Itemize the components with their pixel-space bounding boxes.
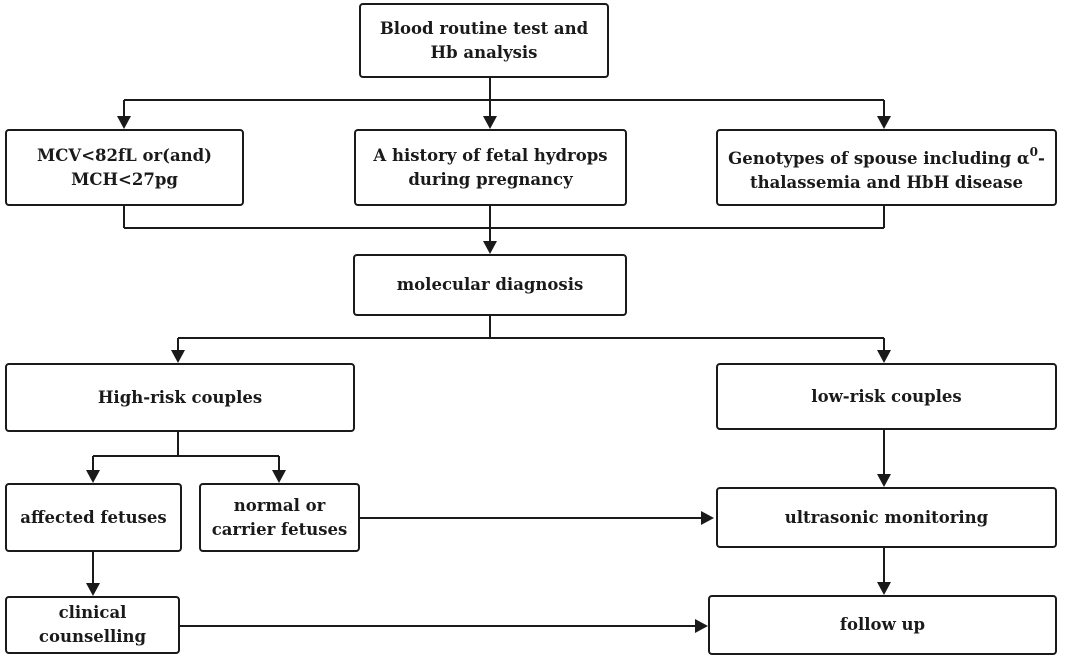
node-molecular-diagnosis-label: molecular diagnosis bbox=[396, 275, 584, 294]
node-clinical-counselling: clinical counselling bbox=[5, 596, 180, 654]
node-blood-routine-test: Blood routine test and Hb analysis bbox=[359, 3, 609, 78]
arrowhead-to-genotypes bbox=[877, 116, 891, 129]
node-affected-fetuses: affected fetuses bbox=[5, 483, 182, 552]
node-high-risk-couples: High-risk couples bbox=[5, 363, 355, 432]
genotypes-superscript: 0 bbox=[1029, 145, 1038, 159]
arrowhead-to-follow-up-from-clinical bbox=[695, 619, 708, 633]
node-clinical-counselling-label: clinical counselling bbox=[38, 603, 147, 646]
arrowhead-to-high-risk bbox=[171, 350, 185, 363]
node-normal-carrier-fetuses: normal or carrier fetuses bbox=[199, 483, 360, 552]
node-spouse-genotypes: Genotypes of spouse including α0-thalass… bbox=[716, 129, 1057, 206]
node-ultrasonic-monitoring-label: ultrasonic monitoring bbox=[784, 507, 989, 527]
node-blood-routine-test-label: Blood routine test and Hb analysis bbox=[379, 18, 589, 62]
genotypes-text-after: -thalassemia and HbH disease bbox=[749, 149, 1045, 192]
node-fetal-hydrops-history: A history of fetal hydrops during pregna… bbox=[354, 129, 627, 206]
arrowhead-to-mcv bbox=[117, 116, 131, 129]
node-molecular-diagnosis: molecular diagnosis bbox=[353, 254, 627, 316]
arrowhead-to-ultrasonic-from-low-risk bbox=[877, 474, 891, 487]
arrowhead-to-affected bbox=[86, 470, 100, 483]
arrowhead-to-ultrasonic-from-normal bbox=[701, 511, 714, 525]
node-mcv-mch-label: MCV<82fL or(and) MCH<27pg bbox=[37, 145, 212, 189]
node-follow-up-label: follow up bbox=[839, 615, 926, 634]
node-fetal-hydrops-history-label: A history of fetal hydrops during pregna… bbox=[373, 145, 608, 189]
arrowhead-to-clinical bbox=[86, 583, 100, 596]
node-low-risk-couples-label: low-risk couples bbox=[811, 386, 962, 406]
arrowhead-to-history bbox=[483, 116, 497, 129]
node-affected-fetuses-label: affected fetuses bbox=[20, 507, 167, 527]
arrowhead-to-molecular bbox=[483, 241, 497, 254]
node-high-risk-couples-label: High-risk couples bbox=[97, 387, 263, 407]
arrowhead-to-low-risk bbox=[877, 350, 891, 363]
node-follow-up: follow up bbox=[708, 595, 1057, 655]
arrowhead-to-normal bbox=[272, 470, 286, 483]
node-spouse-genotypes-label: Genotypes of spouse including α0-thalass… bbox=[726, 140, 1047, 195]
node-mcv-mch: MCV<82fL or(and) MCH<27pg bbox=[5, 129, 244, 206]
genotypes-text-before: Genotypes of spouse including α bbox=[728, 149, 1030, 168]
arrowhead-to-follow-up-from-ultrasonic bbox=[877, 582, 891, 595]
node-ultrasonic-monitoring: ultrasonic monitoring bbox=[716, 487, 1057, 548]
node-normal-carrier-fetuses-label: normal or carrier fetuses bbox=[211, 495, 348, 539]
node-low-risk-couples: low-risk couples bbox=[716, 363, 1057, 430]
